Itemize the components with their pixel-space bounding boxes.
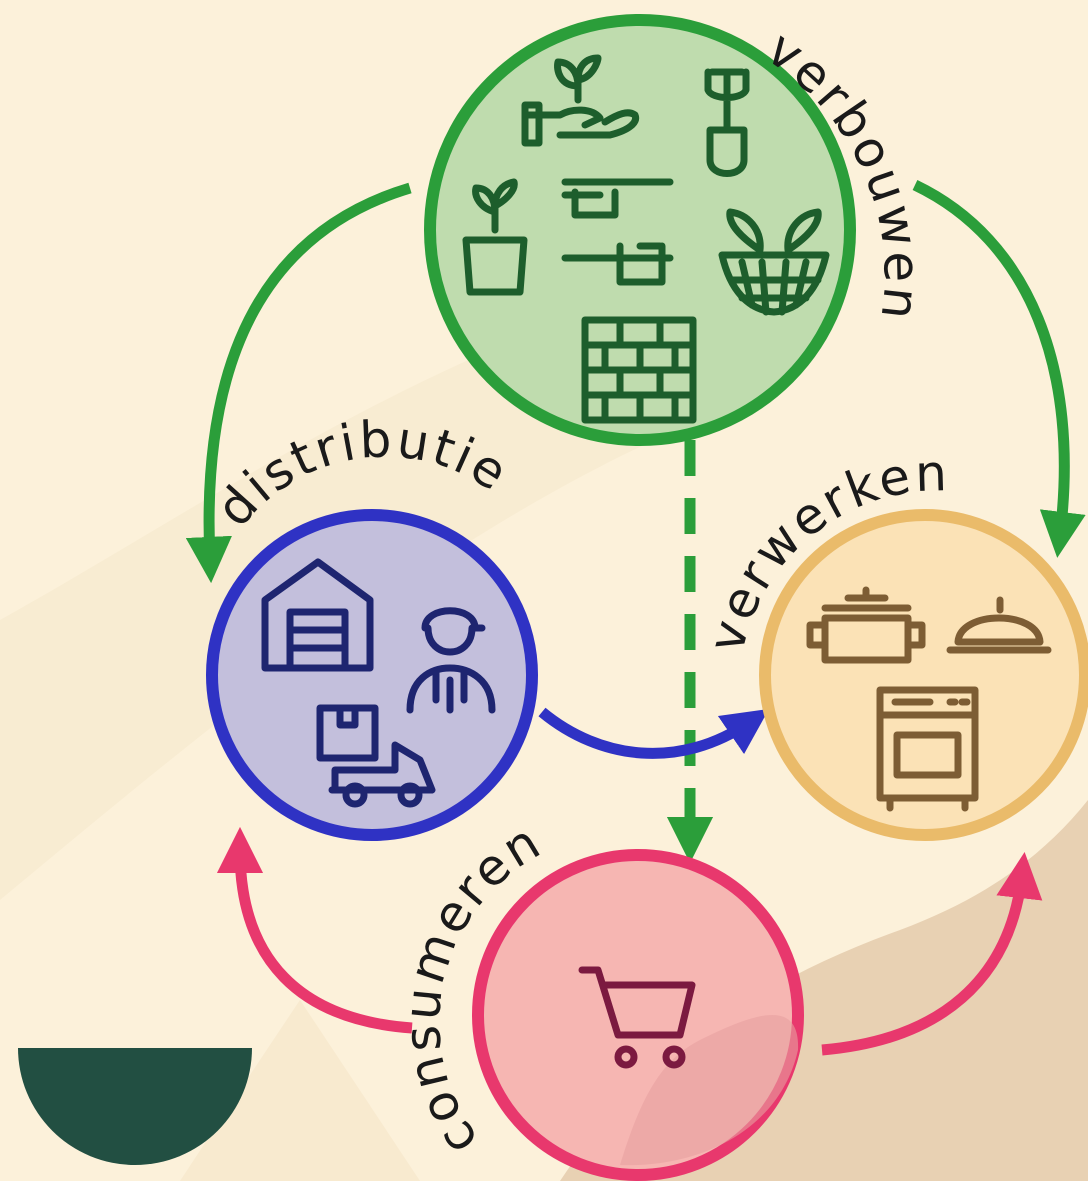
dark-green-bowl-shape: [18, 1048, 252, 1165]
potted-plant-icon: [462, 178, 528, 296]
arrow-distributie-to-verwerken: [538, 707, 770, 759]
distributie-circle: [206, 509, 538, 841]
arrow-verbouwen-to-distributie: [185, 182, 412, 584]
cooking-pot-icon: [806, 586, 926, 664]
warehouse-icon: [261, 558, 374, 672]
stage-verwerken: verwerken: [697, 444, 1088, 841]
flow-arrows: [185, 180, 1086, 1056]
vegetable-basket-icon: [718, 208, 830, 316]
brick-wall-icon: [581, 316, 697, 424]
delivery-truck-icon: [316, 704, 436, 808]
arrow-consumeren-to-verwerken: [821, 852, 1043, 1056]
farm-plots-icon: [561, 178, 674, 286]
shopping-cart-icon: [578, 966, 696, 1069]
oven-icon: [876, 686, 979, 812]
arrow-verbouwen-to-verwerken: [912, 180, 1086, 558]
plant-in-hand-icon: [521, 54, 640, 147]
stage-consumeren: consumeren: [393, 812, 804, 1181]
shovel-icon: [704, 68, 750, 177]
verbouwen-circle: [424, 14, 856, 446]
stage-verbouwen: verbouwen: [424, 14, 928, 446]
verwerken-circle: [759, 509, 1088, 841]
cloche-icon: [946, 596, 1052, 654]
arrow-consumeren-to-distributie: [216, 826, 413, 1034]
delivery-person-icon: [406, 607, 496, 714]
consumeren-shadow-overlay: [620, 1015, 799, 1166]
